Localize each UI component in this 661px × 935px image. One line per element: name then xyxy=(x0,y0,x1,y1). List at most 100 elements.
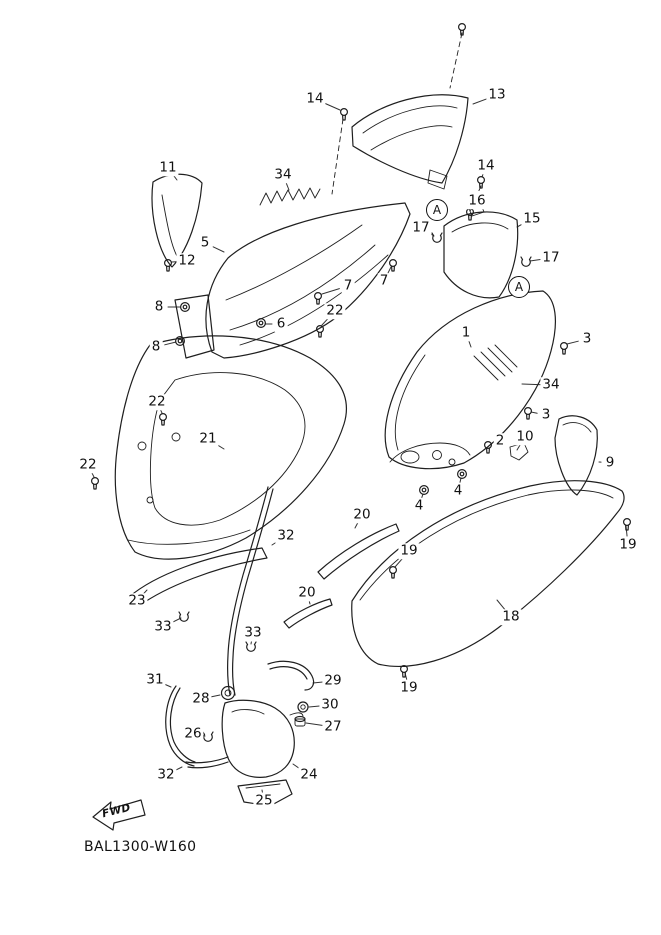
screw-icon xyxy=(159,413,167,426)
leader-line xyxy=(285,182,290,191)
leader-line xyxy=(312,681,325,684)
leader-lines xyxy=(91,97,628,793)
leader-line xyxy=(91,472,95,478)
callout-12: 12 xyxy=(176,252,198,269)
callout-27: 27 xyxy=(322,718,344,735)
part-20-trim-strips xyxy=(283,523,400,629)
fwd-arrow-icon xyxy=(92,799,146,831)
part-9-panel xyxy=(554,415,598,496)
part-1-side-cover xyxy=(384,290,556,470)
part-31-hose xyxy=(165,685,196,767)
callout-9: 9 xyxy=(603,454,617,471)
callout-7: 7 xyxy=(377,272,391,289)
nut-icon xyxy=(256,318,266,328)
callout-30: 30 xyxy=(319,696,341,713)
callout-17: 17 xyxy=(540,249,562,266)
callout-13: 13 xyxy=(486,86,508,103)
leader-line xyxy=(321,288,340,295)
callout-2: 2 xyxy=(493,432,507,449)
callout-22: 22 xyxy=(77,456,99,473)
callout-16: 16 xyxy=(466,192,488,209)
part-23-strip xyxy=(128,547,268,607)
leader-line xyxy=(468,340,472,348)
callout-32: 32 xyxy=(155,766,177,783)
callout-32: 32 xyxy=(275,527,297,544)
view-marker: A xyxy=(426,199,448,221)
callout-3: 3 xyxy=(580,330,594,347)
clip-icon xyxy=(178,611,190,622)
part-32-hose-upper xyxy=(227,486,274,696)
leader-line xyxy=(566,340,579,345)
part-13-top-cover xyxy=(351,94,469,190)
part-30-clamp xyxy=(297,701,309,713)
callout-26: 26 xyxy=(182,725,204,742)
screw-icon xyxy=(559,342,569,355)
clip-icon xyxy=(431,232,443,243)
callout-1: 1 xyxy=(459,324,473,341)
callout-10: 10 xyxy=(514,428,536,445)
screw-icon xyxy=(622,517,632,531)
leader-line xyxy=(322,102,341,111)
callout-8: 8 xyxy=(149,338,163,355)
nut-icon xyxy=(180,302,190,312)
screw-icon xyxy=(389,565,397,579)
callout-33: 33 xyxy=(242,624,264,641)
leader-line xyxy=(308,705,322,708)
leader-line xyxy=(521,383,543,386)
leader-line xyxy=(172,174,178,181)
leader-line xyxy=(472,97,490,105)
callout-22: 22 xyxy=(324,302,346,319)
callout-3: 3 xyxy=(539,406,553,423)
part-5-front-panel xyxy=(205,202,411,359)
leader-line xyxy=(160,409,163,414)
leader-line xyxy=(354,522,359,529)
part-32-hose-lower xyxy=(185,756,229,769)
callout-34: 34 xyxy=(540,376,562,393)
callout-19: 19 xyxy=(398,542,420,559)
callout-7: 7 xyxy=(341,277,355,294)
screw-icon xyxy=(400,664,408,678)
screw-icon xyxy=(340,107,348,121)
part-8-bracket xyxy=(174,294,215,359)
callout-6: 6 xyxy=(274,315,288,332)
callout-4: 4 xyxy=(451,482,465,499)
leader-line xyxy=(164,341,177,346)
callout-20: 20 xyxy=(296,584,318,601)
assembly-dashed-lines xyxy=(331,32,482,207)
callout-5: 5 xyxy=(198,234,212,251)
leader-line xyxy=(530,411,538,414)
callout-14: 14 xyxy=(475,157,497,174)
leader-line xyxy=(516,444,521,451)
callout-21: 21 xyxy=(197,430,219,447)
part-34-emblem xyxy=(473,344,518,381)
part-11-side-panel xyxy=(151,173,203,268)
screw-icon xyxy=(316,325,324,338)
callout-31: 31 xyxy=(144,671,166,688)
callout-24: 24 xyxy=(298,766,320,783)
callout-19: 19 xyxy=(617,536,639,553)
callout-4: 4 xyxy=(412,497,426,514)
callout-15: 15 xyxy=(521,210,543,227)
callout-34: 34 xyxy=(272,166,294,183)
callout-11: 11 xyxy=(157,159,179,176)
view-marker: A xyxy=(508,276,530,298)
part-15-panel xyxy=(443,201,519,299)
callout-18: 18 xyxy=(500,608,522,625)
callout-29: 29 xyxy=(322,672,344,689)
callout-8: 8 xyxy=(152,298,166,315)
leader-line xyxy=(529,258,543,262)
leader-line xyxy=(496,599,506,611)
callout-22: 22 xyxy=(146,393,168,410)
screw-icon xyxy=(523,407,533,420)
callout-25: 25 xyxy=(253,792,275,809)
callout-23: 23 xyxy=(126,592,148,609)
callout-14: 14 xyxy=(304,90,326,107)
part-27-cap xyxy=(294,715,306,723)
callout-33: 33 xyxy=(152,618,174,635)
washer-icon xyxy=(419,485,429,495)
leader-line xyxy=(387,266,392,274)
callout-20: 20 xyxy=(351,506,373,523)
washer-icon xyxy=(457,469,467,479)
